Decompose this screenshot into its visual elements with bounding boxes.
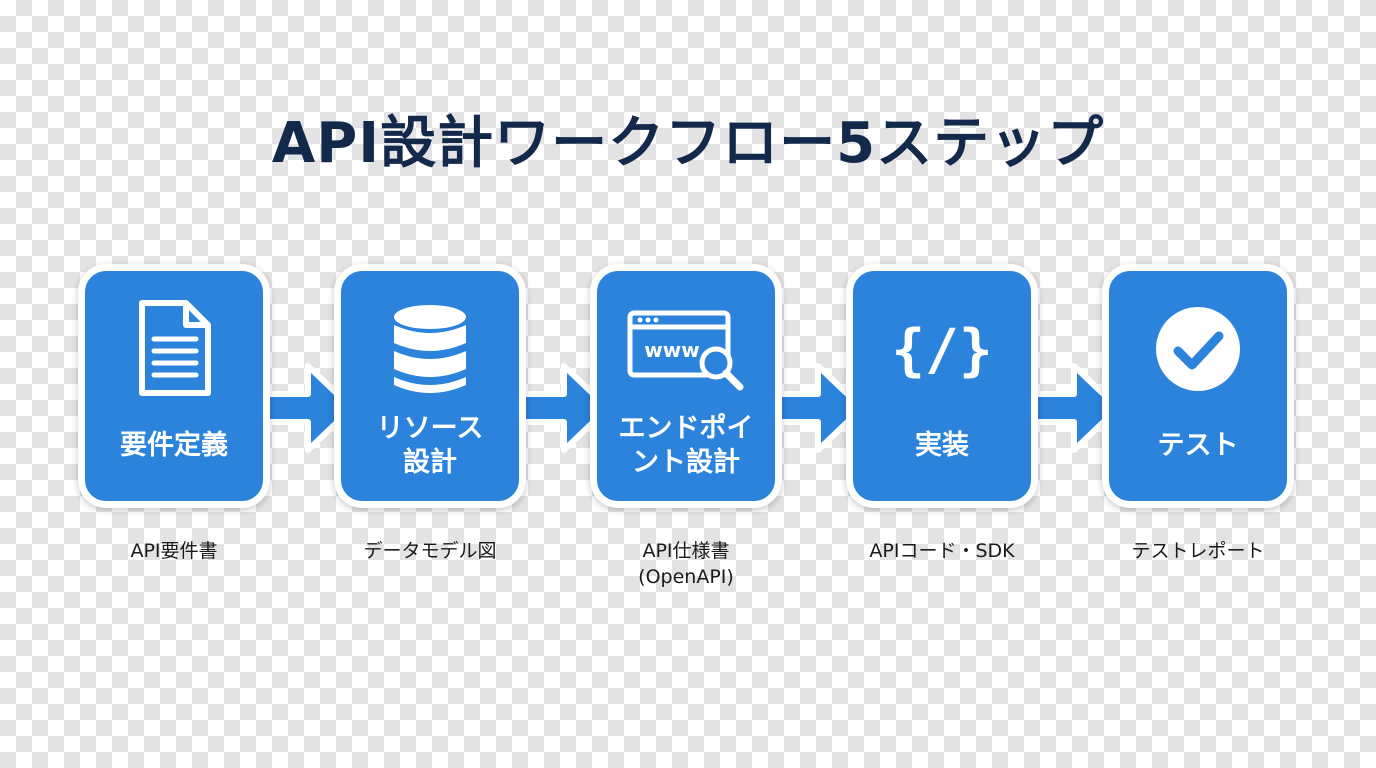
document-icon — [85, 291, 263, 407]
deliverable-label: API要件書 — [130, 540, 218, 562]
step-label: エンドポイ ント設計 — [618, 413, 754, 478]
deliverable-label: データモデル図 — [363, 540, 497, 562]
step-label: リソース 設計 — [376, 413, 484, 478]
deliverable-label: テストレポート — [1131, 540, 1265, 562]
step-endpoint-design: www エンドポイ ント設計 — [590, 264, 782, 508]
check-circle-icon — [1109, 291, 1287, 407]
code-icon: {/} — [853, 291, 1031, 407]
database-icon — [341, 291, 519, 407]
step-label: 実装 — [915, 430, 969, 461]
deliverable-label: API仕様書 (OpenAPI) — [638, 540, 734, 588]
page-title: API設計ワークフロー5ステップ — [271, 111, 1105, 176]
step-requirements: 要件定義 — [78, 264, 270, 508]
code-icon-text: {/} — [891, 318, 992, 383]
step-implementation: {/} 実装 — [846, 264, 1038, 508]
step-label: 要件定義 — [120, 430, 228, 461]
deliverable-label: APIコード・SDK — [869, 540, 1015, 562]
step-resource-design: リソース 設計 — [334, 264, 526, 508]
step-label: テスト — [1157, 430, 1239, 461]
step-testing: テスト — [1102, 264, 1294, 508]
www-text: www — [644, 338, 699, 362]
web-search-icon: www — [597, 291, 775, 407]
